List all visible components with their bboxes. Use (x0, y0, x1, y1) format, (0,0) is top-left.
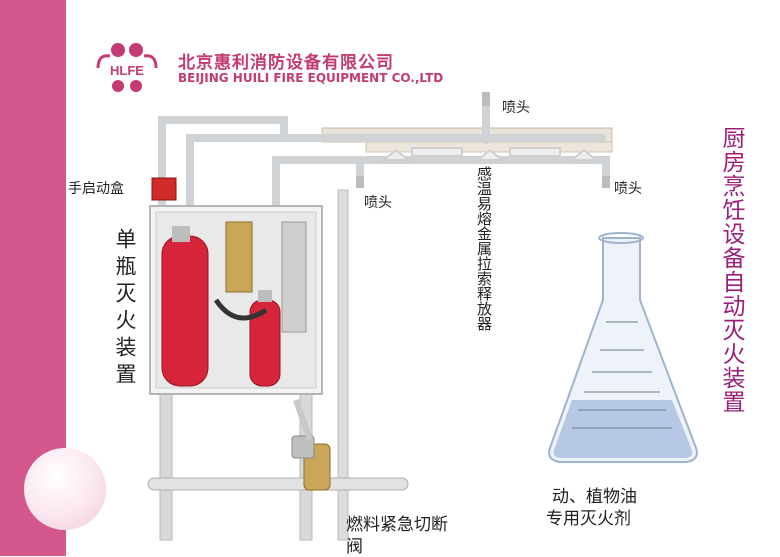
fuel-pipe (147, 477, 409, 491)
label-nozzle-left: 喷头 (364, 195, 392, 211)
label-manual-box: 手启动盒 (68, 181, 124, 197)
stand-post-left (159, 369, 173, 541)
pipe-network (158, 96, 610, 214)
label-fuel-valve-line1: 燃料紧急切断 (346, 515, 448, 535)
label-single-bottle: 单瓶灭火装置 (113, 228, 137, 390)
nozzle-top-icon (482, 92, 490, 106)
logo-dot-right (129, 43, 143, 57)
manual-release-box (151, 177, 177, 201)
label-agent-line1: 动、植物油 (552, 487, 637, 507)
label-nozzle-right: 喷头 (614, 181, 642, 197)
label-fuel-valve-line2: 阀 (346, 537, 363, 557)
label-nozzle-top: 喷头 (502, 100, 530, 116)
company-logo: HLFE (96, 43, 158, 92)
fusible-link-assembly (381, 147, 599, 161)
decorative-orb (24, 448, 106, 530)
equipment-illustration (147, 92, 698, 541)
company-name-cn: 北京惠利消防设备有限公司 (178, 53, 394, 73)
company-name-en: BEIJING HUILI FIRE EQUIPMENT CO.,LTD (178, 71, 444, 85)
nozzle-right-icon (602, 176, 610, 188)
fuel-cutoff-valve (291, 399, 331, 491)
page-title: 厨房烹饪设备自动灭火装置 (718, 126, 744, 414)
extinguisher-cabinet (149, 205, 323, 395)
extinguishing-agent-flask (548, 232, 698, 463)
logo-text: HLFE (110, 63, 144, 78)
logo-dot-left (111, 43, 125, 57)
stand-post-back (337, 189, 349, 541)
label-agent-line2: 专用灭火剂 (546, 509, 631, 529)
nozzle-left-icon (356, 176, 364, 188)
label-fusible-link-release: 感温易熔金属拉索释放器 (475, 166, 493, 331)
